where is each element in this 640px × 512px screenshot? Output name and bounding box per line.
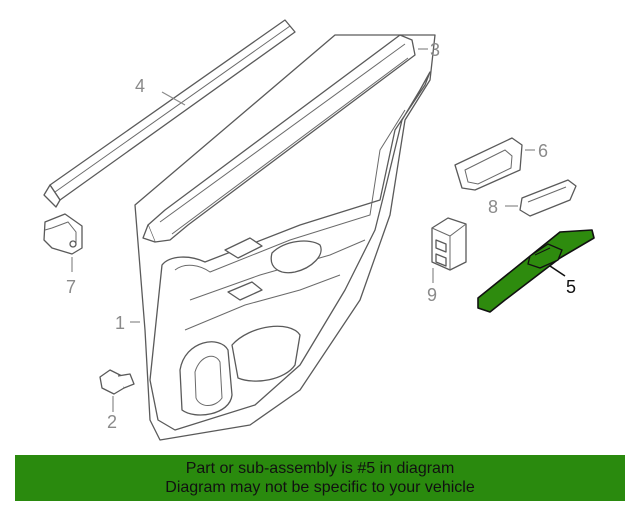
callout-1: 1	[115, 313, 125, 333]
callout-8: 8	[488, 197, 498, 217]
parts-diagram: 4 1 2 3 6 8 7 9 5	[43, 19, 595, 441]
part-1-door-trim-panel[interactable]	[134, 34, 436, 441]
banner-line-1: Part or sub-assembly is #5 in diagram	[185, 460, 455, 477]
part-6-switch-bezel[interactable]	[454, 137, 523, 191]
part-3-top-rail[interactable]	[142, 34, 416, 243]
callout-7: 7	[66, 277, 76, 297]
callout-4: 4	[135, 76, 145, 96]
part-5-finisher-highlighted[interactable]	[477, 229, 595, 313]
info-banner: Part or sub-assembly is #5 in diagram Di…	[15, 455, 625, 501]
callout-5: 5	[566, 277, 576, 297]
part-9-switch[interactable]	[431, 217, 467, 271]
leader-lines	[71, 48, 566, 412]
callout-3: 3	[430, 40, 440, 60]
part-2-clip[interactable]	[99, 369, 135, 395]
callout-6: 6	[538, 141, 548, 161]
part-7-bracket[interactable]	[43, 213, 83, 255]
part-4-weatherstrip[interactable]	[43, 19, 296, 208]
callout-9: 9	[427, 285, 437, 305]
callout-2: 2	[107, 412, 117, 432]
banner-line-2: Diagram may not be specific to your vehi…	[165, 479, 475, 496]
part-8-cover[interactable]	[519, 179, 577, 217]
